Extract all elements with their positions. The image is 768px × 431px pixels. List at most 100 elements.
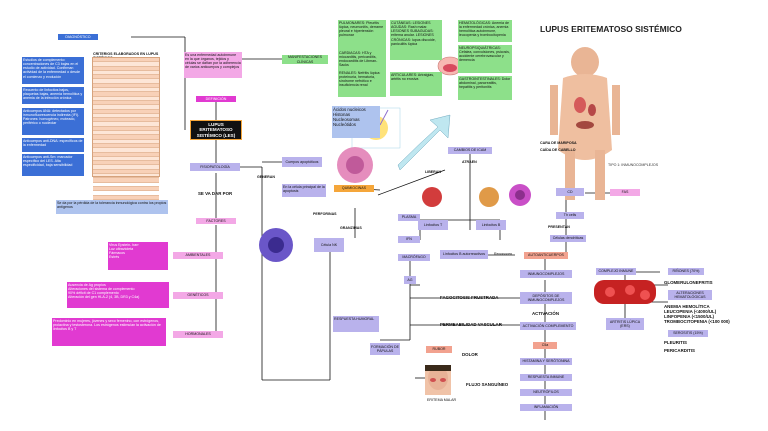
definicion-text: Es una enfermedad autoinmune en la que ó… (184, 52, 242, 78)
cuerpos-apoptoticos-box: Cuerpos apoptóticos (282, 157, 322, 167)
diagnostico-block-2: Recuento de linfocitos bajos, plaquetas … (22, 87, 84, 104)
neutrofilos-box: NEUTRÓFILOS (520, 389, 572, 396)
granzimas-label: GRANZIMAS (340, 226, 362, 230)
genetica-item: Ausencia de Ag propios (68, 283, 106, 287)
green-box-pulmonares: PULMONARES: Pleuritis lúpica, neumonitis… (338, 20, 386, 50)
right-list-item: TROMBOCITOPENIA (<100 000) (664, 319, 730, 324)
rinones-box: RIÑONES (70%) (668, 268, 704, 275)
atraen-label: ATRAEN (462, 160, 477, 164)
hormonales-text: Predominio en mujeres, jóvenes y sexo fe… (52, 318, 166, 346)
linfocitos-b-box: Linfocitos B (476, 220, 506, 230)
cd-box: CD (556, 188, 584, 196)
activacion-label: ACTIVACIÓN (532, 311, 559, 316)
right-list-item: LINFOPENIA (<1500/UL) (664, 314, 714, 319)
diagnostico-block-4: Anticuerpos anti-DNA: específicos de la … (22, 138, 84, 152)
genetica-item: Alteraciones del sistema de complemento (68, 287, 135, 292)
linfocitos-t-box: Linfocitos T (418, 220, 448, 230)
deposito-box: DEPÓSITOS DE INMUNOCOMPLEJOS (520, 292, 572, 304)
ambientales-item: Luz ultravioleta (109, 247, 134, 252)
fisiopatologia-label: FISIOPATOLOGÍA (190, 163, 240, 171)
blood-vessel-graphic (594, 280, 656, 304)
activacion-complemento-box: ACTIVACIÓN COMPLEMENTO (520, 322, 576, 330)
rubor-box: RUBOR (426, 346, 452, 353)
glomerulonefritis-label: GLOMERULONEFRITIS (664, 280, 713, 285)
inflamacion-box: INFLAMACIÓN (520, 404, 572, 411)
th-cells-box: Th cells (556, 212, 584, 219)
acido-item: Ácidos nucleicos (333, 107, 366, 112)
criterios-table (92, 57, 160, 205)
quimiocinas-box: QUIMIOCINAS (334, 185, 374, 192)
diagnostico-block-3: Anticuerpos ANA: detectados por inmunofl… (22, 108, 84, 135)
factores-label: FACTORES (196, 218, 236, 224)
macrofago-box: MACRÓFAGO (398, 254, 430, 261)
tipo-1-label: TIPO 1: INMUNOCOMPLEJOS (608, 163, 659, 167)
fagocitosis-label: FAGOCITOSIS FRUSTRADA (440, 295, 499, 300)
manifestaciones-label: MANIFESTACIONES CLÍNICAS (282, 55, 328, 64)
green-box-cardiacas: CARDIACAS: HTA y miocarditis, pericardit… (338, 50, 386, 70)
arrow-shape (397, 114, 451, 171)
genetica-item: 90% déficit de C1 complemento (68, 291, 119, 296)
presentan-label: PRESENTAN (548, 225, 570, 229)
pleuritis-box: SEROSITIS (15%) (668, 330, 708, 337)
generan-label: GENERAN (257, 175, 275, 179)
green-box-articulares: ARTICULARES: Artralgias, artritis no ero… (390, 72, 442, 96)
green-box-cutaneas: CUTÁNEAS: LESIONES AGUDAS: Rash malar. L… (390, 20, 442, 60)
alteraciones-box: ALTERACIONES HEMATOLÓGICAS (668, 290, 712, 300)
eritema-label: ERITEMA MALAR (427, 398, 457, 402)
diagnostico-block-1: Estudios de complemento: concentraciones… (22, 57, 84, 84)
green-box-neuro: NEUROPSIQUIÁTRICAS: Cefalea, convulsione… (458, 45, 512, 73)
right-list-item: LEUCOPENIA (<4000/UL) (664, 309, 717, 314)
diagnostico-block-5: Anticuerpos anti-Sm: marcador específico… (22, 154, 84, 176)
malar-rash-face (425, 365, 451, 395)
ag-box: AG (404, 276, 416, 284)
acido-item: Histonas (333, 112, 351, 118)
genetica-item: Alteración del gen HLA-2 (4, 3B, DR3 y C… (68, 295, 140, 300)
ifn-box: IFN (398, 236, 420, 243)
definicion-label: DEFINICIÓN (196, 96, 236, 102)
caida-label: CAÍDA DE CABELLO (540, 148, 576, 152)
perdida-tolerancia-text: Se da por la pérdida de la tolerancia in… (56, 200, 168, 214)
center-lupus-box: LUPUS ERITEMATOSO SISTÉMICO (LES) (190, 120, 242, 140)
dolor-label: DOLOR (462, 352, 478, 357)
ambientales-item: Estrés (109, 255, 120, 260)
genetica-label: GENÉTICOS (173, 292, 223, 299)
butterfly-face-label: CARA DE MARIPOSA (540, 141, 577, 145)
cell-illustrations (259, 147, 531, 262)
fas-box: FAS (610, 189, 640, 196)
green-box-gastro: GASTROINTESTINALES: Dolor abdominal, pan… (458, 76, 512, 100)
inmunocomplejos-box: INMUNOCOMPLEJOS (520, 270, 572, 278)
acidos-nucleicos-box: Ácidos nucleicos Histonas Nucleosomas Nu… (332, 106, 380, 138)
right-list: ANEMIA HEMOLÍTICA LEUCOPENIA (<4000/UL) … (664, 304, 764, 324)
reconocen-label: Reconocen (494, 252, 513, 256)
green-box-hematologicas: HEMATOLÓGICAS: Anemia de la enfermedad c… (458, 20, 512, 42)
respuesta-humoral-box: RESPUESTA HUMORAL (333, 316, 379, 332)
ambientales-item: Virus Epstein- barr (109, 243, 139, 247)
green-box-renales: RENALES: Nefritis lúpica: proteinuria, h… (338, 70, 386, 97)
plasma-box: PLASMA (398, 214, 420, 221)
gamado-de-icam-box: CAMBIOS DE ICAM (448, 147, 492, 154)
flujo-label: FLUJO SANGUÍNEO (466, 382, 509, 387)
pericarditis-label: PERICARDITIS (664, 348, 695, 353)
perforinas-label: PERFORINAS (313, 212, 337, 216)
en-la-celula-box: En la célula principal de la apoptosis (282, 184, 326, 197)
formacion-box: FORMACIÓN DE PÁPULAS (370, 343, 400, 355)
ambientales-list: Virus Epstein- barr Luz ultravioleta Fár… (108, 242, 168, 270)
celula-nk-box: Célula NK (314, 238, 344, 252)
respuesta-inmune-box: RESPUESTA INMUNE (520, 374, 572, 381)
ambientales-label: AMBIENTALES (173, 252, 223, 259)
page-title: LUPUS ERITEMATOSO SISTÉMICO (540, 24, 682, 34)
histamina-box: HISTAMINA Y SERÓTONINA (520, 358, 572, 365)
autoanticuerpos-box: AUTOANTICUERPOS (524, 252, 568, 259)
genetica-list: Ausencia de Ag propios Alteraciones del … (67, 282, 169, 308)
c5a-box: C5a (533, 342, 557, 349)
acido-item: Nucleosomas (333, 117, 360, 123)
diagnostico-label: DIAGNÓSTICO (58, 34, 98, 40)
body-illustration (550, 47, 620, 200)
pleuritis-label: PLEURITIS (664, 340, 687, 345)
liberan-label: LIBERAN (425, 170, 441, 174)
mouth-illustration (437, 56, 463, 76)
linfocitos-b-autoreact-box: Linfocitos B autorreactivos (440, 250, 488, 259)
permeabilidad-label: PERMEABILIDAD VASCULAR (440, 322, 502, 327)
ambientales-item: Fármacos (109, 251, 125, 256)
celulas-dendriticas-box: Células dendríticas (550, 235, 586, 242)
